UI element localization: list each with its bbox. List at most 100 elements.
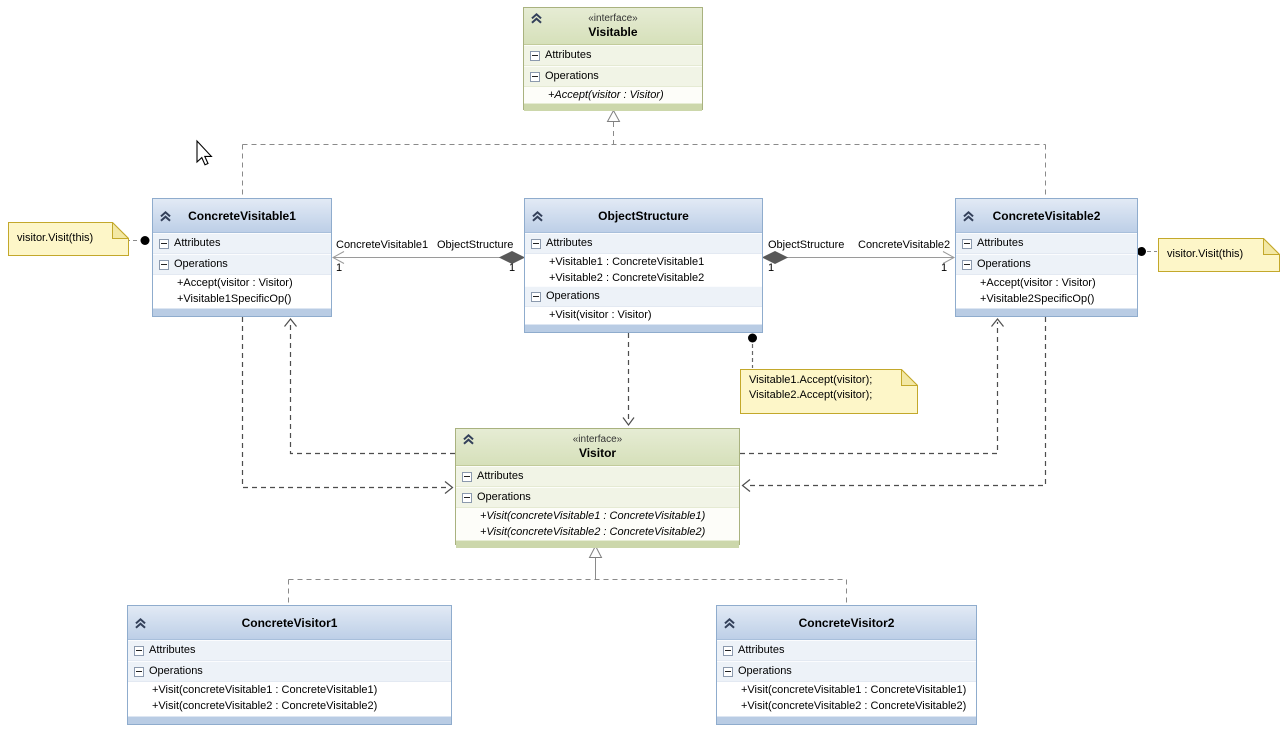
- collapse-minus-icon[interactable]: [462, 471, 472, 482]
- attributes-section[interactable]: Attributes: [956, 233, 1137, 254]
- class-header[interactable]: ConcreteVisitor2: [717, 606, 976, 640]
- operations-section[interactable]: Operations: [153, 254, 331, 275]
- class-box-visitable[interactable]: «interface» Visitable Attributes Operati…: [523, 7, 703, 111]
- dependency-objectstructure-visitor[interactable]: [622, 333, 635, 427]
- association-objectstructure-concretevisitable2[interactable]: [761, 250, 956, 265]
- operations-section[interactable]: Operations: [717, 661, 976, 682]
- class-name: ConcreteVisitor2: [798, 615, 895, 630]
- section-label: Operations: [546, 290, 600, 302]
- operation-item[interactable]: +Visitable1SpecificOp(): [153, 291, 331, 307]
- note-anchor-right[interactable]: [1137, 247, 1157, 256]
- role-label-concretevisitable2: ConcreteVisitable2: [858, 239, 951, 251]
- dependency-visitor-concretevisitable1[interactable]: [284, 318, 456, 455]
- attribute-item[interactable]: +Visitable1 : ConcreteVisitable1: [525, 254, 762, 270]
- attributes-section[interactable]: Attributes: [525, 233, 762, 254]
- section-label: Attributes: [977, 237, 1024, 249]
- collapse-minus-icon[interactable]: [134, 645, 144, 656]
- class-header[interactable]: ObjectStructure: [525, 199, 762, 233]
- dependency-concretevisitable2-visitor[interactable]: [741, 317, 1047, 492]
- class-name: ConcreteVisitor1: [241, 615, 338, 630]
- note-anchor-left[interactable]: [112, 236, 150, 245]
- operations-section[interactable]: Operations: [956, 254, 1137, 275]
- dependency-concretevisitable1-visitor[interactable]: [241, 317, 454, 494]
- collapse-minus-icon[interactable]: [134, 666, 144, 677]
- operations-section[interactable]: Operations: [128, 661, 451, 682]
- role-label-concretevisitable1: ConcreteVisitable1: [336, 239, 429, 251]
- collapse-chevron-icon[interactable]: [962, 209, 975, 222]
- class-header[interactable]: ConcreteVisitable1: [153, 199, 331, 233]
- collapse-chevron-icon[interactable]: [134, 616, 147, 629]
- note-visitor-visit-this-right[interactable]: visitor.Visit(this): [1158, 238, 1280, 272]
- class-box-concretevisitable2[interactable]: ConcreteVisitable2 Attributes Operations…: [955, 198, 1138, 317]
- collapse-chevron-icon[interactable]: [159, 209, 172, 222]
- role-label-objectstructure-left: ObjectStructure: [437, 239, 514, 251]
- operation-item[interactable]: +Visit(concreteVisitable2 : ConcreteVisi…: [717, 698, 976, 714]
- note-text: visitor.Visit(this): [17, 232, 94, 244]
- operation-item[interactable]: +Visit(concreteVisitable1 : ConcreteVisi…: [456, 508, 739, 524]
- collapse-minus-icon[interactable]: [531, 291, 541, 302]
- operation-item[interactable]: +Accept(visitor : Visitor): [524, 87, 702, 103]
- operation-item[interactable]: +Visitable2SpecificOp(): [956, 291, 1137, 307]
- class-header[interactable]: ConcreteVisitable2: [956, 199, 1137, 233]
- collapse-minus-icon[interactable]: [462, 492, 472, 503]
- class-name: Visitor: [578, 446, 617, 460]
- collapse-minus-icon[interactable]: [962, 238, 972, 249]
- operation-item[interactable]: +Accept(visitor : Visitor): [153, 275, 331, 291]
- note-visitor-visit-this-left[interactable]: visitor.Visit(this): [8, 222, 129, 256]
- class-footer: [525, 324, 762, 332]
- class-header[interactable]: «interface» Visitor: [456, 429, 739, 466]
- collapse-minus-icon[interactable]: [159, 259, 169, 270]
- note-anchor-objectstructure[interactable]: [748, 333, 757, 369]
- mouse-cursor-icon: [196, 139, 213, 166]
- multiplicity-right-source: 1: [768, 262, 775, 274]
- class-box-concretevisitor2[interactable]: ConcreteVisitor2 Attributes Operations +…: [716, 605, 977, 725]
- section-label: Attributes: [149, 644, 196, 656]
- operation-item[interactable]: +Visit(concreteVisitable1 : ConcreteVisi…: [717, 682, 976, 698]
- class-box-visitor[interactable]: «interface» Visitor Attributes Operation…: [455, 428, 740, 548]
- note-shape: [8, 222, 129, 256]
- collapse-minus-icon[interactable]: [962, 259, 972, 270]
- class-header[interactable]: «interface» Visitable: [524, 8, 702, 45]
- dependency-visitor-concretevisitable2[interactable]: [740, 318, 1004, 455]
- class-box-concretevisitable1[interactable]: ConcreteVisitable1 Attributes Operations…: [152, 198, 332, 317]
- class-header[interactable]: ConcreteVisitor1: [128, 606, 451, 640]
- operation-item[interactable]: +Visit(concreteVisitable2 : ConcreteVisi…: [456, 524, 739, 540]
- class-footer: [128, 716, 451, 724]
- collapse-minus-icon[interactable]: [159, 238, 169, 249]
- section-label: Attributes: [174, 237, 221, 249]
- class-box-concretevisitor1[interactable]: ConcreteVisitor1 Attributes Operations +…: [127, 605, 452, 725]
- collapse-minus-icon[interactable]: [530, 71, 540, 82]
- note-objectstructure-accept[interactable]: Visitable1.Accept(visitor); Visitable2.A…: [740, 369, 918, 414]
- realization-visitable[interactable]: [242, 109, 1046, 199]
- collapse-chevron-icon[interactable]: [531, 209, 544, 222]
- operation-item[interactable]: +Visit(visitor : Visitor): [525, 307, 762, 323]
- attribute-item[interactable]: +Visitable2 : ConcreteVisitable2: [525, 270, 762, 286]
- operation-item[interactable]: +Visit(concreteVisitable2 : ConcreteVisi…: [128, 698, 451, 714]
- realization-visitor[interactable]: [288, 544, 847, 605]
- attributes-section[interactable]: Attributes: [524, 45, 702, 66]
- collapse-minus-icon[interactable]: [530, 50, 540, 61]
- section-label: Attributes: [738, 644, 785, 656]
- collapse-chevron-icon[interactable]: [462, 433, 475, 446]
- operations-section[interactable]: Operations: [524, 66, 702, 87]
- operation-item[interactable]: +Visit(concreteVisitable1 : ConcreteVisi…: [128, 682, 451, 698]
- role-label-objectstructure-right: ObjectStructure: [768, 239, 845, 251]
- collapse-chevron-icon[interactable]: [723, 616, 736, 629]
- operations-section[interactable]: Operations: [456, 487, 739, 508]
- class-box-objectstructure[interactable]: ObjectStructure Attributes +Visitable1 :…: [524, 198, 763, 333]
- attributes-section[interactable]: Attributes: [717, 640, 976, 661]
- collapse-chevron-icon[interactable]: [530, 12, 543, 25]
- class-name: ConcreteVisitable2: [992, 208, 1101, 223]
- operation-item[interactable]: +Accept(visitor : Visitor): [956, 275, 1137, 291]
- class-name: ObjectStructure: [598, 208, 689, 223]
- association-objectstructure-concretevisitable1[interactable]: [331, 250, 526, 265]
- class-name: Visitable: [588, 25, 638, 39]
- collapse-minus-icon[interactable]: [723, 645, 733, 656]
- collapse-minus-icon[interactable]: [531, 238, 541, 249]
- operations-section[interactable]: Operations: [525, 286, 762, 307]
- attributes-section[interactable]: Attributes: [128, 640, 451, 661]
- attributes-section[interactable]: Attributes: [456, 466, 739, 487]
- collapse-minus-icon[interactable]: [723, 666, 733, 677]
- attributes-section[interactable]: Attributes: [153, 233, 331, 254]
